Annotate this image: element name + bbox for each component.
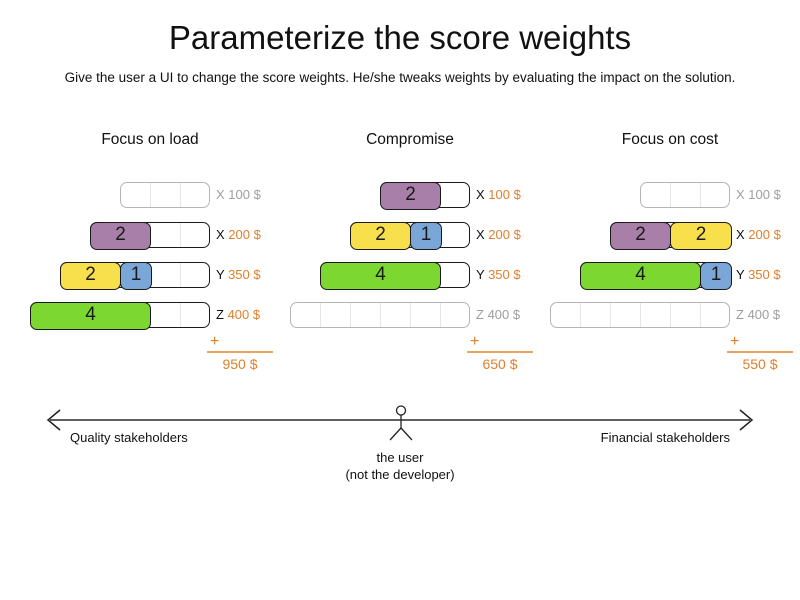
- weight-bar: 2 1: [60, 262, 210, 290]
- scenario-focus-on-cost: Focus on cost X 100 $ 2 2 X 200 $ 4 1 Y …: [540, 125, 800, 400]
- weight-label: Z 400 $: [736, 302, 780, 328]
- constraint-letter: X: [216, 187, 225, 202]
- constraint-cost: 100 $: [228, 187, 261, 202]
- constraint-letter: Z: [216, 307, 224, 322]
- weight-label: Y 350 $: [736, 262, 781, 288]
- sum-total: 950 $: [222, 356, 258, 372]
- weight-segment: 4: [580, 262, 701, 290]
- right-arrowhead-icon: [739, 409, 754, 431]
- weight-label: X 100 $: [476, 182, 521, 208]
- financial-stakeholders-label: Financial stakeholders: [600, 430, 730, 445]
- scenario-compromise: Compromise 2 X 100 $ 2 1 X 200 $ 4 Y 350…: [280, 125, 540, 400]
- constraint-letter: X: [476, 227, 485, 242]
- weight-label: Y 350 $: [476, 262, 521, 288]
- constraint-letter: X: [736, 227, 745, 242]
- constraint-letter: X: [736, 187, 745, 202]
- page-subtitle: Give the user a UI to change the score w…: [64, 70, 736, 85]
- weight-label: X 100 $: [736, 182, 781, 208]
- weight-segment: 1: [700, 262, 732, 290]
- weight-label: X 200 $: [736, 222, 781, 248]
- weight-row: X 100 $: [20, 182, 280, 208]
- weight-row: 4 Z 400 $: [20, 302, 280, 330]
- weight-row: Z 400 $: [280, 302, 540, 328]
- constraint-cost: 400 $: [487, 307, 521, 322]
- constraint-cost: 200 $: [748, 227, 781, 242]
- constraint-letter: X: [476, 187, 485, 202]
- scenario-title: Focus on cost: [621, 131, 719, 148]
- weight-segment: 2: [60, 262, 121, 290]
- weight-label: X 100 $: [216, 182, 261, 208]
- weight-row: 2 2 X 200 $: [540, 222, 800, 250]
- weight-segment: 2: [670, 222, 732, 250]
- plus-sign: +: [207, 333, 273, 353]
- weight-row: 2 X 100 $: [280, 182, 540, 210]
- weight-bar: 2 2: [610, 222, 732, 250]
- quality-stakeholders-label: Quality stakeholders: [70, 430, 188, 445]
- sum-block: + 650 $: [467, 333, 533, 372]
- plus-sign: +: [467, 333, 533, 353]
- constraint-cost: 400 $: [227, 307, 261, 322]
- sum-block: + 950 $: [207, 333, 273, 372]
- left-arrowhead-icon: [46, 409, 61, 431]
- constraint-cost: 100 $: [488, 187, 521, 202]
- weight-bar: 2: [380, 182, 470, 210]
- weight-segment: 2: [610, 222, 671, 250]
- weight-row: Z 400 $: [540, 302, 800, 328]
- weight-bar: [550, 302, 730, 328]
- weight-segment: 4: [320, 262, 441, 290]
- weight-bar: 2: [90, 222, 210, 250]
- weight-row: 4 Y 350 $: [280, 262, 540, 290]
- sum-total: 550 $: [742, 356, 778, 372]
- weight-segment: 2: [350, 222, 411, 250]
- page-title: Parameterize the score weights: [168, 19, 632, 56]
- constraint-cost: 400 $: [747, 307, 781, 322]
- sum-total: 650 $: [482, 356, 518, 372]
- user-stick-figure-icon: [389, 405, 413, 441]
- constraint-letter: Z: [476, 307, 484, 322]
- constraint-cost: 350 $: [488, 267, 521, 282]
- constraint-cost: 350 $: [228, 267, 261, 282]
- weight-bar: [290, 302, 470, 328]
- stakeholder-spectrum-arrow: [46, 405, 754, 441]
- weight-row: X 100 $: [540, 182, 800, 208]
- weight-label: Z 400 $: [216, 302, 260, 328]
- weight-row: 2 X 200 $: [20, 222, 280, 250]
- constraint-letter: X: [216, 227, 225, 242]
- weight-row: 2 1 Y 350 $: [20, 262, 280, 290]
- user-label: the user: [376, 450, 424, 465]
- weight-label: Z 400 $: [476, 302, 520, 328]
- weight-segment: 4: [30, 302, 151, 330]
- weight-bar: [640, 182, 730, 208]
- weight-bar: 4: [320, 262, 470, 290]
- weight-bar: [120, 182, 210, 208]
- plus-sign: +: [727, 333, 793, 353]
- sum-block: + 550 $: [727, 333, 793, 372]
- weight-label: X 200 $: [476, 222, 521, 248]
- constraint-letter: Y: [736, 267, 745, 282]
- weight-segment: 2: [380, 182, 441, 210]
- constraint-cost: 100 $: [748, 187, 781, 202]
- weight-label: Y 350 $: [216, 262, 261, 288]
- weight-label: X 200 $: [216, 222, 261, 248]
- constraint-cost: 200 $: [228, 227, 261, 242]
- weight-row: 2 1 X 200 $: [280, 222, 540, 250]
- weight-row: 4 1 Y 350 $: [540, 262, 800, 290]
- weight-segment: 2: [90, 222, 151, 250]
- weight-bar: 2 1: [350, 222, 470, 250]
- constraint-letter: Y: [216, 267, 225, 282]
- weight-bar: 4 1: [580, 262, 732, 290]
- weight-bar: 4: [30, 302, 210, 330]
- scenario-title: Focus on load: [101, 131, 199, 148]
- weight-segment: 1: [410, 222, 442, 250]
- weight-segment: 1: [120, 262, 152, 290]
- scenario-focus-on-load: Focus on load X 100 $ 2 X 200 $ 2 1 Y 35…: [20, 125, 280, 400]
- not-developer-label: (not the developer): [345, 467, 455, 482]
- constraint-cost: 350 $: [748, 267, 781, 282]
- constraint-letter: Z: [736, 307, 744, 322]
- scenario-title: Compromise: [366, 131, 454, 148]
- constraint-cost: 200 $: [488, 227, 521, 242]
- constraint-letter: Y: [476, 267, 485, 282]
